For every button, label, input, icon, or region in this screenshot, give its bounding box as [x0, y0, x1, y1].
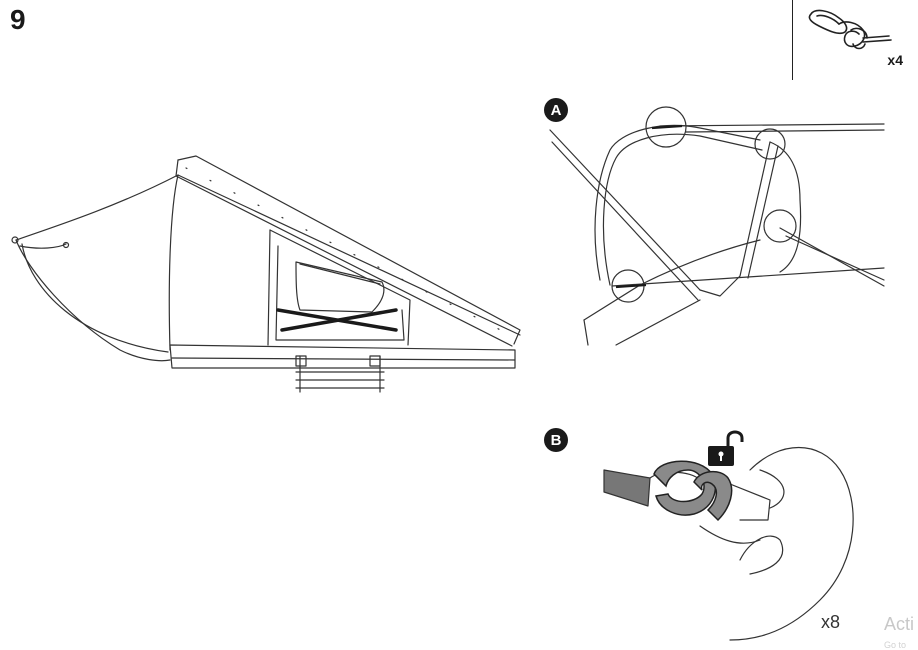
detail-a-badge: A [544, 98, 568, 122]
parts-quantity: x4 [887, 52, 903, 68]
unlock-padlock-icon [708, 430, 744, 466]
activation-watermark: Acti [884, 614, 915, 634]
carabiner-clip-icon [808, 9, 892, 50]
detail-b-badge: B [544, 428, 568, 452]
detail-b-quantity: x8 [821, 612, 841, 632]
parts-panel: x4 [792, 0, 918, 80]
activation-watermark-subtext: Go to [884, 640, 907, 650]
step-number: 9 [10, 4, 26, 35]
